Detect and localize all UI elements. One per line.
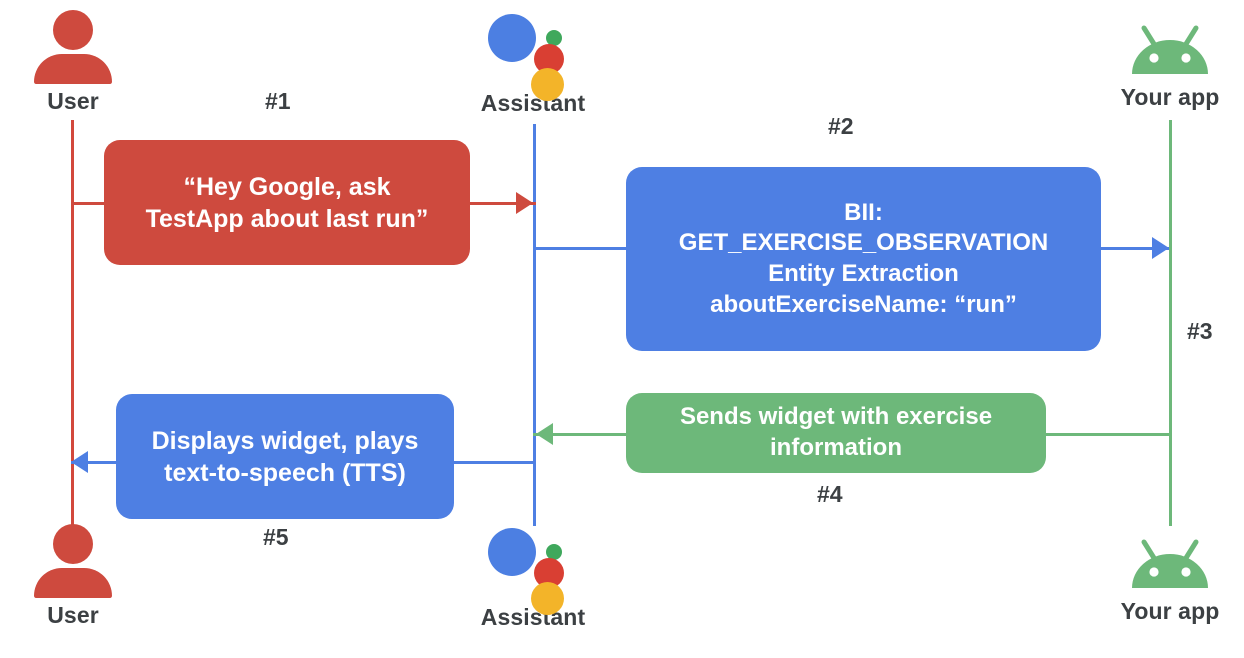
message-box-step-4[interactable]: Sends widget with exercise information bbox=[626, 393, 1046, 473]
assistant-icon-yellow-dot bbox=[531, 582, 564, 615]
actor-user-top: User bbox=[3, 10, 143, 113]
actor-label-assistant-bottom: Assistant bbox=[480, 604, 586, 630]
user-icon-body bbox=[34, 54, 112, 84]
arrowhead-step-4 bbox=[536, 423, 553, 445]
actor-your-app-top: Your app bbox=[1100, 14, 1240, 109]
step-number-3: #3 bbox=[1187, 318, 1213, 344]
actor-label-user-top: User bbox=[47, 88, 99, 114]
actor-your-app-bottom: Your app bbox=[1100, 528, 1240, 623]
actor-label-user-bottom: User bbox=[47, 602, 99, 628]
arrowhead-step-1 bbox=[516, 192, 533, 214]
step-number-1: #1 bbox=[265, 88, 291, 114]
actor-label-your-app-top: Your app bbox=[1120, 84, 1220, 110]
message-text-step-1: “Hey Google, ask TestApp about last run” bbox=[145, 172, 429, 233]
assistant-icon-blue-dot bbox=[488, 14, 536, 62]
message-text-step-4: Sends widget with exercise information bbox=[679, 403, 993, 461]
message-box-step-5[interactable]: Displays widget, plays text-to-speech (T… bbox=[116, 394, 454, 519]
step-number-2: #2 bbox=[828, 113, 854, 139]
message-box-step-1[interactable]: “Hey Google, ask TestApp about last run” bbox=[104, 140, 470, 265]
message-text-step-5: Displays widget, plays text-to-speech (T… bbox=[151, 426, 419, 487]
step-number-5: #5 bbox=[263, 524, 289, 550]
arrowhead-step-5 bbox=[71, 451, 88, 473]
user-icon-head bbox=[53, 10, 93, 50]
android-icon bbox=[1124, 528, 1216, 594]
google-assistant-icon bbox=[488, 8, 578, 101]
user-icon-head bbox=[53, 524, 93, 564]
actor-user-bottom: User bbox=[3, 524, 143, 627]
google-assistant-icon bbox=[488, 522, 578, 615]
message-box-step-2[interactable]: BII: GET_EXERCISE_OBSERVATION Entity Ext… bbox=[626, 167, 1101, 351]
actor-assistant-bottom: Assistant bbox=[463, 522, 603, 629]
arrowhead-step-3 bbox=[1152, 237, 1169, 259]
lifeline-user bbox=[71, 120, 74, 526]
actor-label-your-app-bottom: Your app bbox=[1120, 598, 1220, 624]
step-number-4: #4 bbox=[817, 481, 843, 507]
assistant-icon-green-dot bbox=[546, 544, 562, 560]
user-icon-body bbox=[34, 568, 112, 598]
assistant-icon-yellow-dot bbox=[531, 68, 564, 101]
actor-label-assistant-top: Assistant bbox=[480, 90, 586, 116]
actor-assistant-top: Assistant bbox=[463, 8, 603, 115]
android-icon bbox=[1124, 14, 1216, 80]
assistant-icon-green-dot bbox=[546, 30, 562, 46]
message-text-step-2: BII: GET_EXERCISE_OBSERVATION Entity Ext… bbox=[678, 198, 1049, 318]
user-icon bbox=[34, 10, 112, 84]
assistant-icon-blue-dot bbox=[488, 528, 536, 576]
lifeline-your-app bbox=[1169, 120, 1172, 526]
user-icon bbox=[34, 524, 112, 598]
lifeline-assistant bbox=[533, 124, 536, 526]
